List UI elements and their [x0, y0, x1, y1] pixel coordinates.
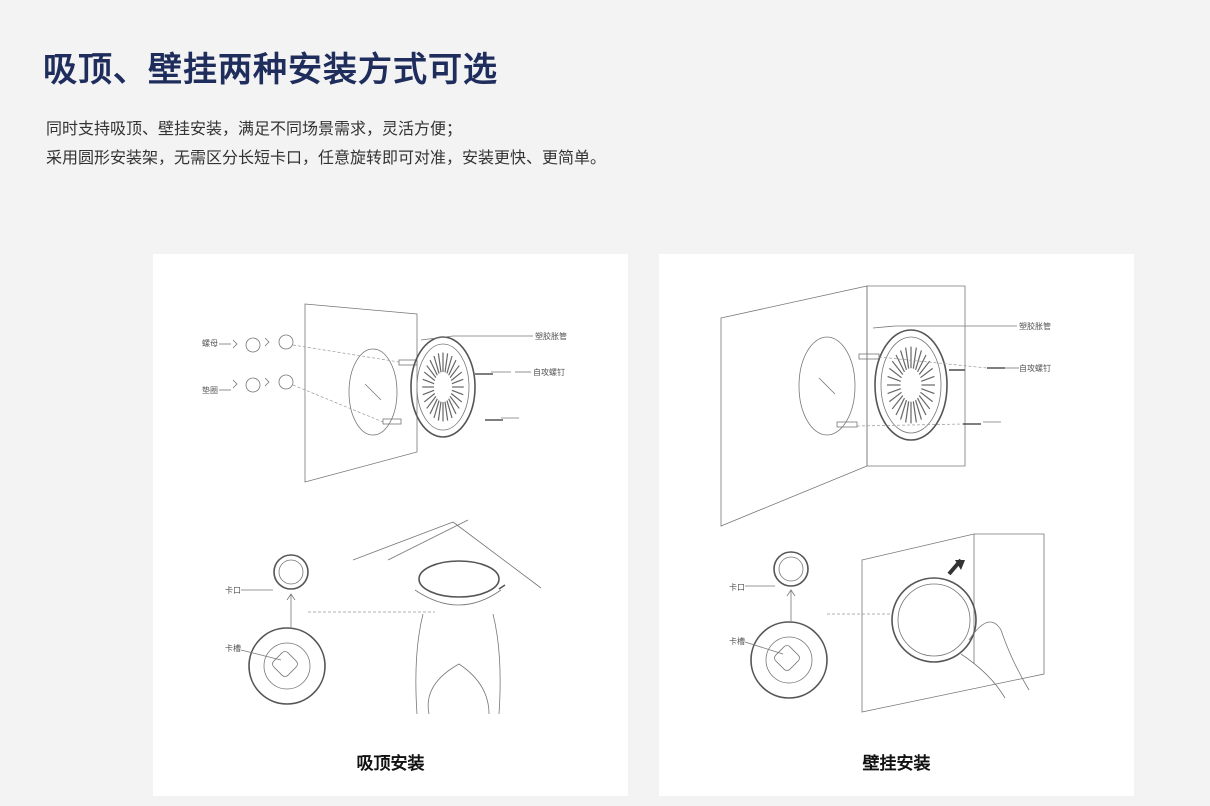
mounting-plate — [348, 348, 398, 436]
vent-slot — [444, 401, 449, 421]
device-back — [874, 329, 948, 441]
vent-slot — [426, 365, 437, 378]
label-slot: 卡槽 — [225, 644, 241, 653]
vent-slot — [914, 399, 922, 420]
vent-slot — [912, 401, 917, 423]
vent-slot — [887, 375, 901, 382]
vent-slot — [422, 378, 435, 385]
vent-slot — [889, 391, 902, 403]
ceiling-install-panel: 螺母 垫圈 塑胶胀管 自攻螺钉 卡口 卡槽 吸顶安装 — [153, 254, 628, 796]
vent-slot — [895, 397, 905, 416]
screws — [856, 356, 1005, 427]
vent-slot — [422, 389, 435, 396]
vent-slot — [448, 359, 457, 376]
page-title: 吸顶、壁挂两种安装方式可选 — [43, 50, 498, 90]
vent-slot — [423, 371, 436, 381]
vent-slot — [921, 375, 935, 382]
vent-slot — [426, 396, 437, 409]
description-line-2: 采用圆形安装架，无需区分长短卡口，任意旋转即可对准，安装更快、更简单。 — [46, 148, 607, 167]
vent-slot — [891, 360, 904, 375]
vent-slot — [917, 397, 927, 416]
label-clip: 卡口 — [225, 586, 241, 595]
nuts-washers — [232, 334, 400, 423]
anchors — [382, 359, 418, 425]
label-screw: 自攻螺钉 — [1019, 364, 1051, 373]
mounting-plate — [798, 336, 856, 436]
vent-slot — [450, 371, 463, 381]
vent-slot — [905, 347, 910, 369]
vent-slot — [444, 353, 449, 373]
label-screw: 自攻螺钉 — [533, 368, 565, 377]
vent-slot — [451, 389, 464, 396]
vent-slot — [920, 367, 933, 379]
label-slot: 卡槽 — [729, 637, 745, 646]
wall-install-panel: 塑胶胀管 自攻螺钉 卡口 卡槽 壁挂安装 — [659, 254, 1134, 796]
vent-slot — [895, 354, 905, 373]
wall-person-illustration — [861, 533, 1045, 713]
vent-slot — [921, 388, 935, 395]
label-nut: 螺母 — [202, 339, 218, 348]
anchors — [836, 353, 880, 428]
ceiling-install-illustration — [219, 303, 542, 715]
vent-slot — [918, 395, 931, 410]
vent-slot — [889, 367, 902, 379]
wall-plane — [720, 285, 966, 527]
vent-slot — [887, 388, 901, 395]
vent-slot — [920, 391, 933, 403]
vent-slot — [450, 393, 463, 403]
description: 同时支持吸顶、壁挂安装，满足不同场景需求，灵活方便； 采用圆形安装架，无需区分长… — [46, 114, 606, 172]
vent-slot — [423, 393, 436, 403]
vent-slot — [433, 400, 440, 419]
label-washer: 垫圈 — [202, 386, 218, 395]
label-clip: 卡口 — [729, 583, 745, 592]
ceiling-person-illustration — [352, 519, 542, 715]
vent-slot — [891, 395, 904, 410]
ceiling-install-caption: 吸顶安装 — [356, 754, 425, 774]
vent-slot — [451, 378, 464, 385]
wall-install-caption: 壁挂安装 — [862, 754, 931, 774]
vent-slot — [429, 398, 438, 415]
wall-install-illustration — [720, 285, 1045, 713]
label-anchor: 塑胶胀管 — [535, 332, 567, 341]
vent-slot — [429, 359, 438, 376]
vent-slot — [914, 350, 922, 371]
vent-slot — [900, 399, 908, 420]
vent-slot — [449, 365, 460, 378]
vent-slot — [433, 355, 440, 374]
wall-mount-detail — [744, 551, 891, 699]
vent-slot — [917, 354, 927, 373]
ceiling-mount-detail — [240, 554, 435, 705]
vent-slot — [446, 355, 453, 374]
description-line-1: 同时支持吸顶、壁挂安装，满足不同场景需求，灵活方便； — [46, 119, 463, 138]
vent-slot — [912, 347, 917, 369]
ceiling-plane — [304, 303, 418, 483]
label-anchor: 塑胶胀管 — [1019, 322, 1051, 331]
device-back — [410, 336, 476, 438]
vent-slot — [448, 398, 457, 415]
screws — [475, 371, 519, 421]
vent-slot — [437, 401, 442, 421]
vent-slot — [446, 400, 453, 419]
vent-slot — [905, 401, 910, 423]
vent-slot — [437, 353, 442, 373]
vent-slot — [449, 396, 460, 409]
vent-slot — [918, 360, 931, 375]
vent-slot — [900, 350, 908, 371]
